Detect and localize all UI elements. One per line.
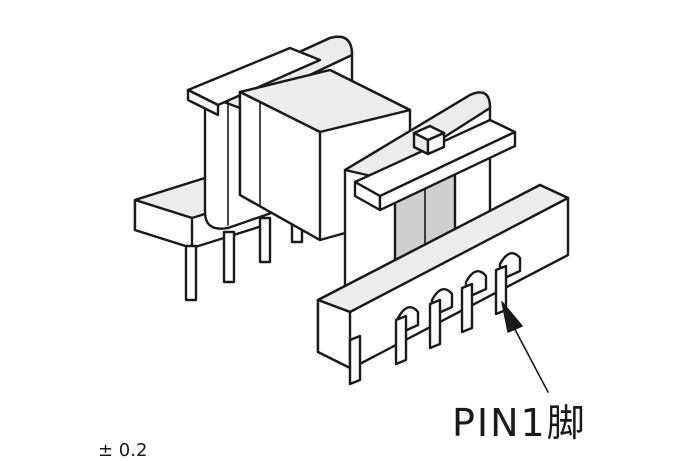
polarity-key-block [412,124,446,156]
tolerance-note: ± 0.2 [98,440,148,461]
pin1-callout-arrow [501,301,549,393]
front-pins [348,264,508,386]
front-base-rail [316,183,570,370]
pin1-callout-label: PIN1脚 [452,401,587,445]
back-flange-top-tab [186,46,322,117]
front-flange-top-tab [353,118,517,212]
